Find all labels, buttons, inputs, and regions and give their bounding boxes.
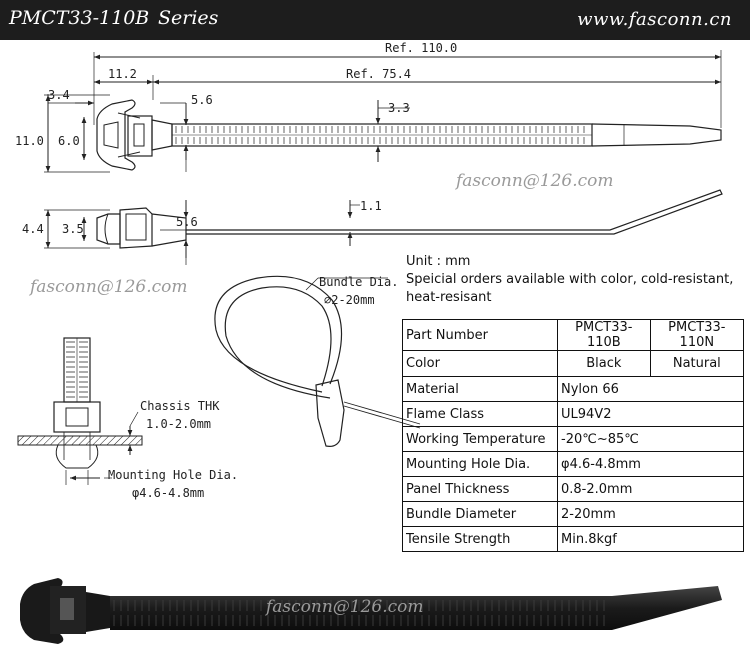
spec-row: Mounting Hole Dia. φ4.6-4.8mm bbox=[402, 451, 744, 477]
chassis-value: 1.0-2.0mm bbox=[146, 417, 211, 431]
spec-row: Working Temperature -20℃~85℃ bbox=[402, 426, 744, 452]
spec-row: Flame Class UL94V2 bbox=[402, 401, 744, 427]
spec-row-color: Color Black Natural bbox=[402, 350, 745, 377]
spec-label: Tensile Strength bbox=[402, 526, 558, 552]
dim-ref-total: Ref. 110.0 bbox=[385, 41, 457, 55]
dim-side-clip: 3.5 bbox=[62, 222, 84, 236]
spec-label: Panel Thickness bbox=[402, 476, 558, 502]
dim-side-height: 4.4 bbox=[22, 222, 44, 236]
spec-label: Mounting Hole Dia. bbox=[402, 451, 558, 477]
dim-head-offset: 11.2 bbox=[108, 67, 137, 81]
bundle-dia-value: ⌀2-20mm bbox=[324, 293, 375, 307]
spec-table: Part Number PMCT33-110B PMCT33-110N Colo… bbox=[402, 319, 745, 552]
series-label: Series bbox=[158, 7, 219, 29]
mount-hole-value: φ4.6-4.8mm bbox=[132, 486, 204, 500]
spec-row-part-number: Part Number PMCT33-110B PMCT33-110N bbox=[402, 319, 745, 351]
spec-row: Tensile Strength Min.8kgf bbox=[402, 526, 744, 552]
mounted-view bbox=[17, 337, 143, 485]
spec-value-b: Black bbox=[557, 350, 651, 377]
mount-hole-title: Mounting Hole Dia. bbox=[108, 468, 238, 482]
spec-value-n: Natural bbox=[649, 350, 745, 377]
dim-strap-thickness: 1.1 bbox=[360, 199, 382, 213]
watermark-email-bottom: fasconn@126.com bbox=[264, 597, 424, 617]
spec-label: Flame Class bbox=[402, 401, 558, 427]
dim-clip-tip: 3.4 bbox=[48, 88, 70, 102]
spec-label: Working Temperature bbox=[402, 426, 558, 452]
title-bar: PMCT33-110B Series www.fasconn.cn bbox=[0, 0, 750, 40]
spec-value: UL94V2 bbox=[557, 401, 744, 427]
watermark-email-left: fasconn@126.com bbox=[28, 277, 188, 297]
special-orders-note-1: Speicial orders available with color, co… bbox=[406, 272, 734, 287]
product-photo bbox=[20, 578, 722, 644]
dim-clip-height: 6.0 bbox=[58, 134, 80, 148]
dim-side-head: 5.6 bbox=[176, 215, 198, 229]
spec-value: Nylon 66 bbox=[557, 376, 744, 402]
dim-strap-width: 3.3 bbox=[388, 101, 410, 115]
spec-value: 2-20mm bbox=[557, 501, 744, 527]
top-view bbox=[44, 50, 722, 173]
chassis-title: Chassis THK bbox=[140, 399, 220, 413]
spec-row: Bundle Diameter 2-20mm bbox=[402, 501, 744, 527]
spec-value-n: PMCT33-110N bbox=[649, 319, 745, 351]
side-view bbox=[44, 189, 723, 265]
spec-value: Min.8kgf bbox=[557, 526, 744, 552]
dim-ref-strap: Ref. 75.4 bbox=[346, 67, 411, 81]
spec-label: Material bbox=[402, 376, 558, 402]
website-label: www.fasconn.cn bbox=[577, 9, 732, 30]
spec-value-b: PMCT33-110B bbox=[557, 319, 651, 351]
dim-head-width: 5.6 bbox=[191, 93, 213, 107]
bundle-dia-title: Bundle Dia. bbox=[319, 275, 398, 289]
dim-overall-height: 11.0 bbox=[15, 134, 44, 148]
part-code: PMCT33-110B bbox=[9, 7, 150, 29]
spec-value: 0.8-2.0mm bbox=[557, 476, 744, 502]
spec-label: Bundle Diameter bbox=[402, 501, 558, 527]
spec-label: Color bbox=[402, 350, 558, 377]
spec-row: Panel Thickness 0.8-2.0mm bbox=[402, 476, 744, 502]
watermark-email-top: fasconn@126.com bbox=[454, 171, 614, 191]
spec-value: -20℃~85℃ bbox=[557, 426, 744, 452]
bundle-loop-view bbox=[214, 275, 421, 447]
spec-label: Part Number bbox=[402, 319, 558, 351]
spec-row: Material Nylon 66 bbox=[402, 376, 744, 402]
spec-value: φ4.6-4.8mm bbox=[557, 451, 744, 477]
unit-note: Unit : mm bbox=[406, 254, 471, 269]
special-orders-note-2: heat-resisant bbox=[406, 290, 492, 305]
